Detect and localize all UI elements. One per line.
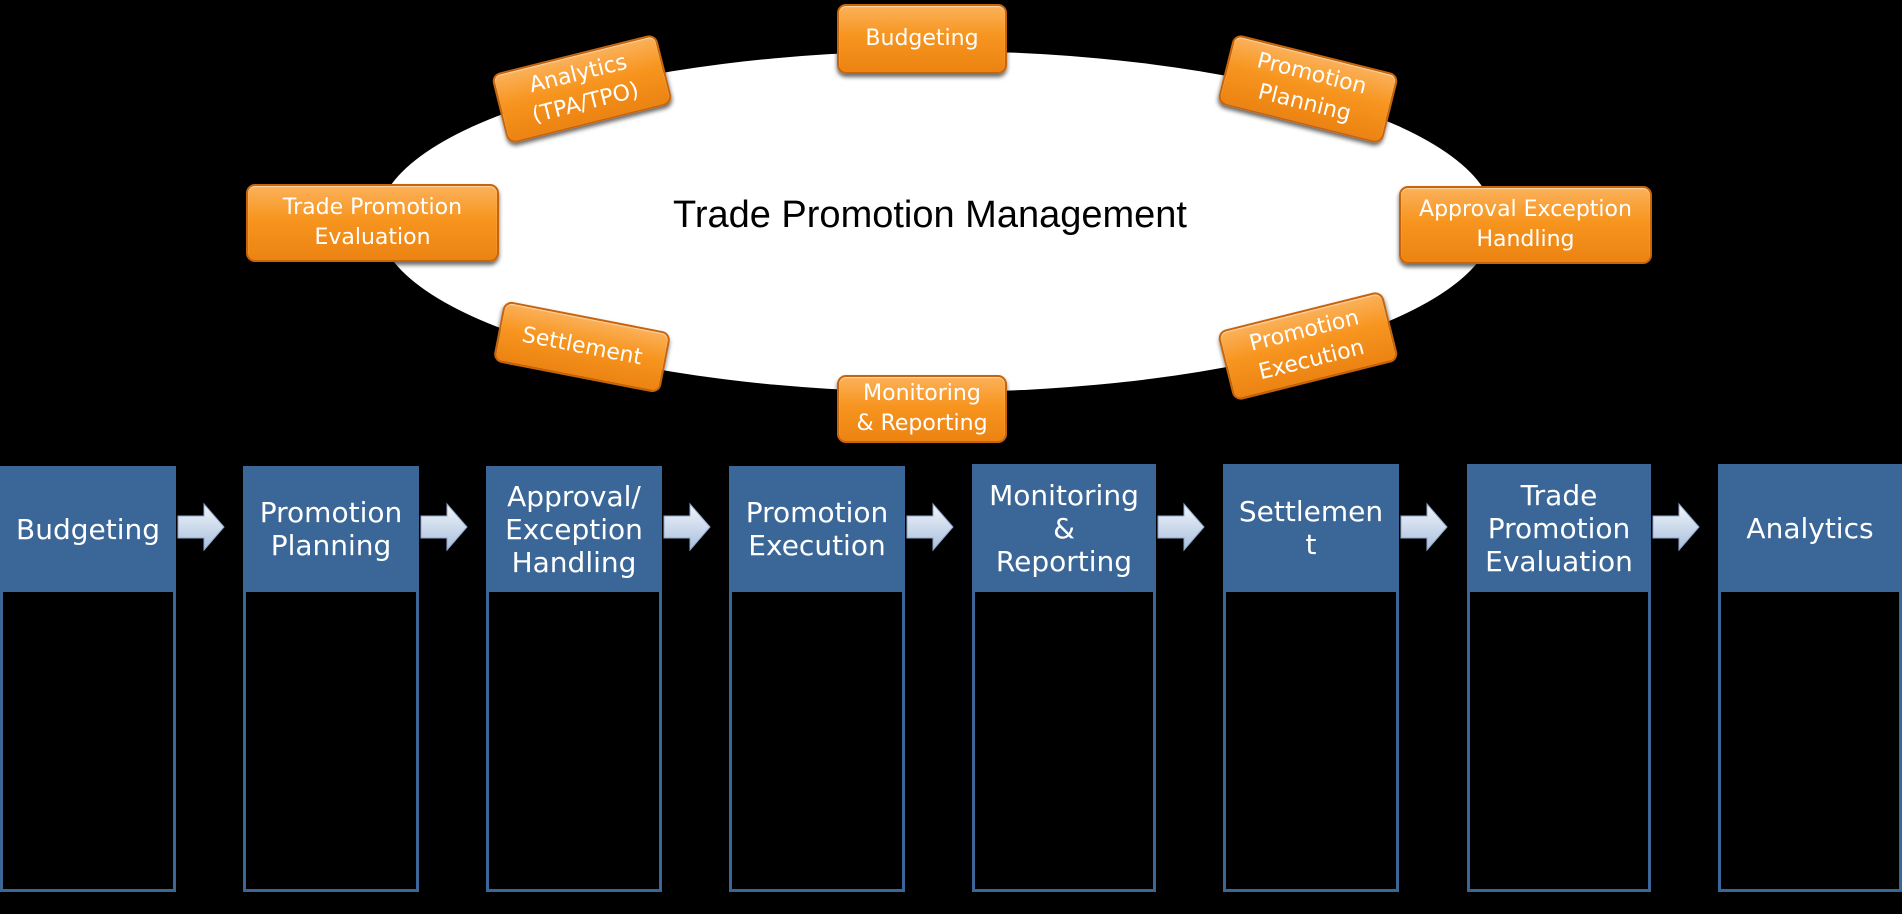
cycle-budgeting: Budgeting [837,4,1007,74]
flow-arrow-icon [1652,502,1700,552]
step-approval-exception: Approval/ Exception Handling [486,466,662,592]
step-analytics-body [1718,592,1902,892]
step-trade-promotion-evaluation-line: Trade [1520,478,1598,512]
flow-arrow-icon [177,502,225,552]
cycle-monitoring-reporting-line: Monitoring [863,381,981,406]
step-monitoring-reporting-line: Monitoring [989,478,1139,512]
step-trade-promotion-evaluation-line: Evaluation [1485,544,1633,578]
cycle-budgeting-line: Budgeting [865,26,979,51]
step-promotion-planning: Promotion Planning [243,466,419,592]
flow-arrow-icon [906,502,954,552]
step-analytics: Analytics [1718,464,1902,592]
cycle-trade-promotion-evaluation-line: Trade Promotion [282,195,463,220]
step-approval-exception-line: Exception [505,512,643,546]
step-budgeting: Budgeting [0,466,176,592]
step-settlement-body [1223,592,1399,892]
step-budgeting-body [0,592,176,892]
flow-arrow-icon [663,502,711,552]
cycle-monitoring-reporting-line: & Reporting [856,411,988,436]
step-analytics-line: Analytics [1746,511,1874,545]
step-promotion-execution-line: Execution [748,529,886,562]
step-promotion-planning-body [243,592,419,892]
step-promotion-execution-line: Promotion [745,496,889,529]
cycle-monitoring-reporting: Monitoring & Reporting [837,375,1007,443]
step-approval-exception-line: Handling [511,545,637,579]
cycle-approval-exception-line: Handling [1476,227,1575,252]
step-trade-promotion-evaluation-line: Promotion [1487,511,1631,545]
step-settlement: Settlemen t [1223,464,1399,592]
step-monitoring-reporting-line: Reporting [995,544,1133,578]
step-approval-exception-line: Approval/ [507,479,641,513]
flow-arrow-icon [1157,502,1205,552]
flow-arrow-icon [420,502,468,552]
step-settlement-line: t [1305,528,1317,561]
step-promotion-planning-line: Promotion [259,496,403,529]
step-promotion-planning-line: Planning [270,529,392,562]
step-approval-exception-body [486,592,662,892]
cycle-approval-exception: Approval Exception Handling [1399,186,1652,264]
step-trade-promotion-evaluation-body [1467,592,1651,892]
cycle-settlement-line: Settlement [519,322,645,371]
step-monitoring-reporting-line: & [1053,511,1075,545]
step-trade-promotion-evaluation: Trade Promotion Evaluation [1467,464,1651,592]
cycle-trade-promotion-evaluation: Trade Promotion Evaluation [246,184,499,262]
cycle-trade-promotion-evaluation-line: Evaluation [314,225,431,250]
step-settlement-line: Settlemen [1238,495,1384,528]
cycle-approval-exception-line: Approval Exception [1419,197,1632,222]
step-promotion-execution: Promotion Execution [729,466,905,592]
step-budgeting-line: Budgeting [15,512,160,546]
hub-title: Trade Promotion Management [673,194,1187,236]
step-monitoring-reporting: Monitoring & Reporting [972,464,1156,592]
flow-arrow-icon [1400,502,1448,552]
step-promotion-execution-body [729,592,905,892]
step-monitoring-reporting-body [972,592,1156,892]
